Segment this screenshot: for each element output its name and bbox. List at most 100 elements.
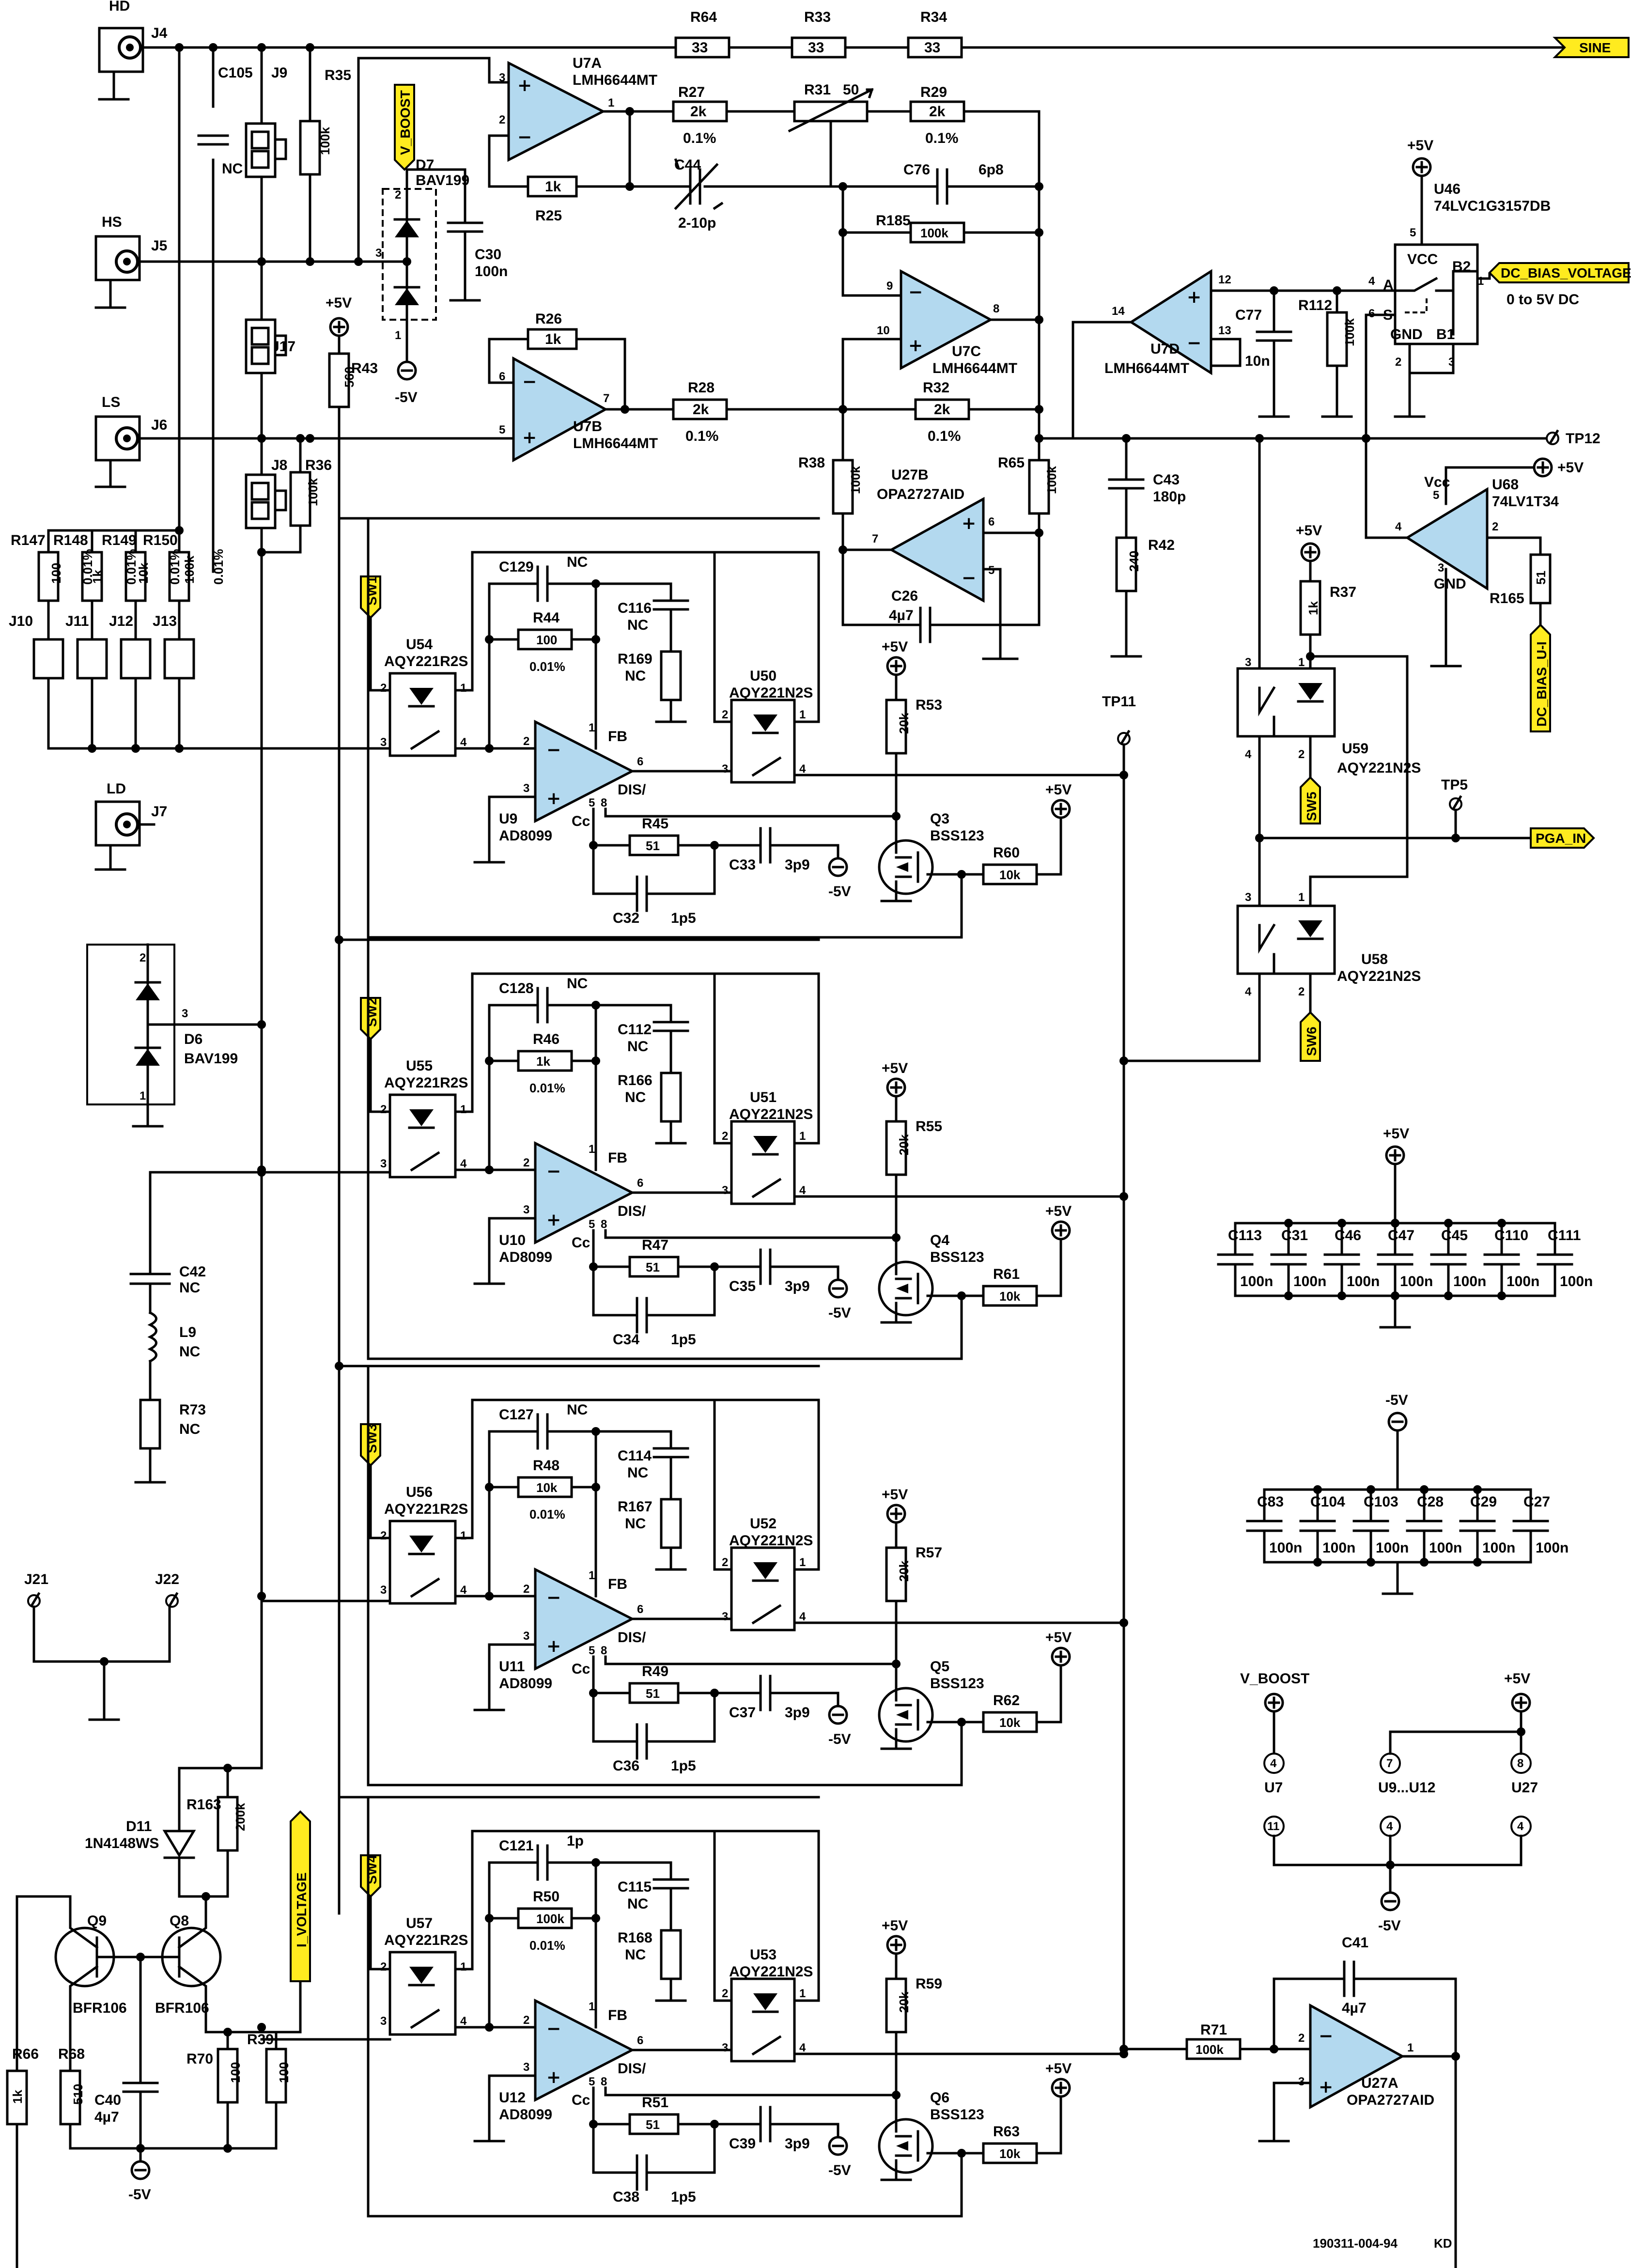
power-pins: V_BOOST 4 U7 11 7 U9...U12 4 8 U27 4 +5V… [1240,1671,1538,1934]
svg-text:DIS/: DIS/ [618,2061,646,2077]
svg-text:1: 1 [460,682,466,695]
range-jumpers: J10 J11 J12 J13 [9,613,384,750]
svg-text:3p9: 3p9 [785,1705,810,1721]
svg-text:100n: 100n [1507,1274,1539,1289]
svg-text:Vcc: Vcc [1424,474,1450,490]
svg-text:-5V: -5V [828,884,851,900]
svg-text:+5V: +5V [882,1487,908,1503]
svg-text:51: 51 [646,839,660,853]
svg-text:10k: 10k [536,1480,558,1495]
svg-text:U57: U57 [406,1915,433,1931]
svg-text:LMH6644MT: LMH6644MT [932,360,1017,376]
svg-text:100n: 100n [1293,1274,1326,1289]
svg-text:5: 5 [589,1644,595,1657]
svg-text:100k: 100k [182,556,197,584]
svg-text:SW1: SW1 [364,576,379,606]
svg-text:NC: NC [627,1039,648,1055]
svg-text:A: A [1383,277,1394,293]
svg-text:B1: B1 [1436,326,1455,342]
svg-text:DC_BIAS_VOLTAGE: DC_BIAS_VOLTAGE [1501,265,1631,280]
svg-text:U27: U27 [1511,1780,1538,1796]
svg-text:R65: R65 [998,455,1025,471]
svg-text:1: 1 [395,329,401,342]
range-resistors: R147 R148 R149 R150 100 1k 0.01% 10k 0.0… [11,526,226,641]
svg-text:NC: NC [567,554,588,570]
svg-text:0 to 5V DC: 0 to 5V DC [1507,292,1579,308]
svg-text:AQY221N2S: AQY221N2S [1337,968,1421,984]
svg-text:C116: C116 [618,600,652,616]
svg-text:R35: R35 [325,67,351,83]
svg-text:-5V: -5V [828,1731,851,1747]
svg-text:C35: C35 [729,1278,756,1294]
svg-text:Cc: Cc [572,1661,590,1677]
svg-text:I_VOLTAGE: I_VOLTAGE [294,1872,309,1947]
svg-text:+5V: +5V [882,639,908,655]
svg-text:51: 51 [646,2117,660,2132]
control-bus [335,517,820,1799]
svg-text:NC: NC [567,1402,588,1418]
svg-text:R50: R50 [533,1889,559,1905]
svg-text:2k: 2k [929,104,946,120]
svg-text:3: 3 [380,2015,387,2028]
svg-text:100n: 100n [1482,1540,1515,1556]
svg-text:100k: 100k [1342,318,1357,346]
svg-text:4: 4 [1395,520,1402,533]
svg-text:Q3: Q3 [930,811,949,827]
svg-text:R57: R57 [916,1545,942,1561]
svg-text:R51: R51 [642,2095,668,2111]
svg-text:+5V: +5V [1045,782,1072,798]
svg-text:R60: R60 [993,845,1020,861]
svg-text:-5V: -5V [1385,1392,1408,1408]
r185: R185 100k [841,185,1041,244]
svg-text:TP11: TP11 [1102,694,1136,710]
svg-text:BAV199: BAV199 [416,172,469,188]
svg-text:J9: J9 [271,65,287,81]
svg-text:R59: R59 [916,1976,942,1992]
svg-text:D6: D6 [184,1031,202,1047]
svg-text:+5V: +5V [882,1918,908,1934]
svg-text:BSS123: BSS123 [930,1249,984,1265]
svg-text:5: 5 [589,796,595,809]
svg-text:100k: 100k [318,127,332,155]
hd-label: HD [109,0,130,14]
svg-text:6: 6 [499,370,505,383]
svg-text:Cc: Cc [572,2092,590,2108]
svg-text:2: 2 [380,1960,387,1973]
c44: C44 2-10p [628,157,844,231]
j5-label: J5 [151,238,167,254]
svg-text:100k: 100k [920,226,948,240]
svg-text:R71: R71 [1200,2022,1227,2038]
tp11: TP11 [1102,694,1136,772]
svg-text:R42: R42 [1148,537,1175,553]
svg-text:R64: R64 [690,9,717,25]
svg-text:3: 3 [523,1630,529,1643]
svg-text:C28: C28 [1417,1494,1444,1510]
svg-text:U55: U55 [406,1058,433,1074]
svg-text:C112: C112 [618,1022,652,1038]
svg-text:U58: U58 [1361,951,1388,967]
svg-text:R44: R44 [533,610,559,626]
svg-text:OPA2727AID: OPA2727AID [877,486,964,502]
svg-text:C103: C103 [1364,1494,1398,1510]
current-source: D11 1N4148WS R163 200k Q9 BFR106 Q8 BFR1… [6,1764,302,2268]
r27-r31-r29: R27 2k 0.1% R31 50 R29 2k 0.1% [628,82,1041,440]
svg-text:AQY221N2S: AQY221N2S [729,685,813,701]
svg-text:12: 12 [1218,273,1231,286]
svg-text:10k: 10k [999,1289,1021,1304]
svg-text:C127: C127 [499,1407,534,1423]
svg-text:PGA_IN: PGA_IN [1536,831,1586,846]
svg-text:NC: NC [627,1896,648,1912]
tp12: TP12 [1546,429,1600,447]
svg-text:BSS123: BSS123 [930,1676,984,1692]
svg-text:BAV199: BAV199 [184,1051,238,1067]
svg-text:6: 6 [637,1603,643,1616]
svg-text:R73: R73 [179,1402,206,1418]
svg-text:100n: 100n [1560,1274,1593,1289]
svg-text:U56: U56 [406,1484,433,1500]
svg-text:J11: J11 [65,613,89,629]
svg-text:3: 3 [380,1157,387,1170]
svg-text:R27: R27 [678,84,705,100]
svg-text:4: 4 [460,1157,467,1170]
svg-text:3: 3 [523,1203,529,1216]
c43-r42: C43 180p R42 240 [1108,437,1186,658]
